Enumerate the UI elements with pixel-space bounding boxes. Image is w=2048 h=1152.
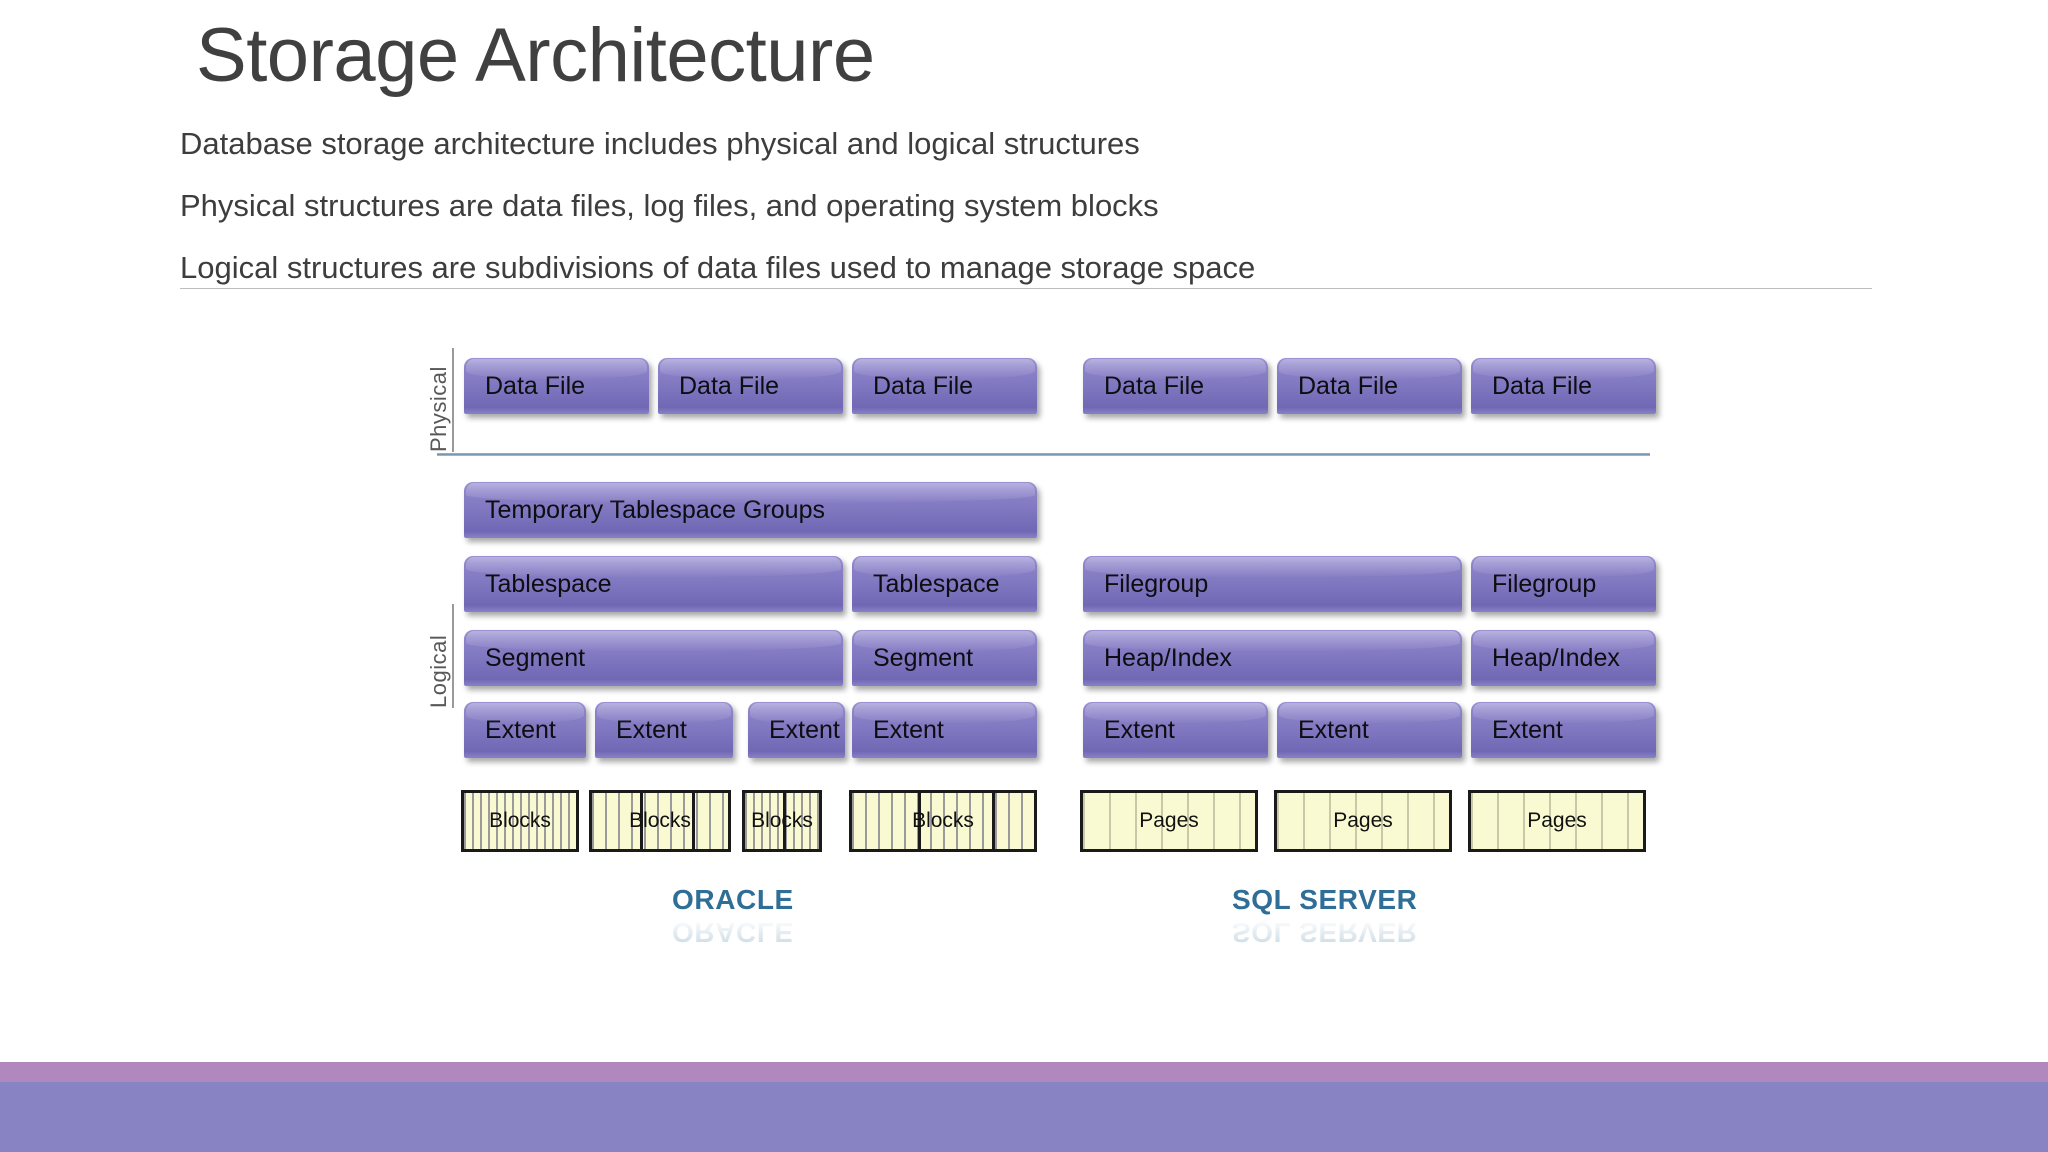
sqlserver-data-file-box[interactable]: Data File bbox=[1083, 358, 1268, 414]
oracle-blocks-box[interactable]: Blocks bbox=[742, 790, 822, 852]
box-label: Data File bbox=[1298, 371, 1399, 400]
oracle-extent-box[interactable]: Extent bbox=[595, 702, 733, 758]
oracle-blocks-box[interactable]: Blocks bbox=[461, 790, 579, 852]
page-title: Storage Architecture bbox=[196, 13, 875, 98]
axis-rule-physical bbox=[452, 348, 454, 452]
box-label: Blocks bbox=[912, 809, 974, 832]
box-label: Segment bbox=[873, 643, 974, 672]
block-separator bbox=[918, 793, 921, 849]
oracle-blocks-box[interactable]: Blocks bbox=[589, 790, 731, 852]
block-separator bbox=[783, 793, 786, 849]
box-label: Data File bbox=[1104, 371, 1205, 400]
box-label: Data File bbox=[679, 371, 780, 400]
box-label: Data File bbox=[485, 371, 586, 400]
sqlserver-heap-index-box[interactable]: Heap/Index bbox=[1083, 630, 1462, 686]
oracle-extent-box[interactable]: Extent bbox=[748, 702, 845, 758]
box-label: Extent bbox=[616, 715, 687, 744]
sqlserver-data-file-box[interactable]: Data File bbox=[1471, 358, 1656, 414]
physical-logical-divider bbox=[437, 453, 1650, 456]
oracle-segment-box[interactable]: Segment bbox=[852, 630, 1037, 686]
box-label: Data File bbox=[873, 371, 974, 400]
box-label: Extent bbox=[1104, 715, 1175, 744]
box-label: Blocks bbox=[751, 809, 813, 832]
oracle-blocks-box[interactable]: Blocks bbox=[849, 790, 1037, 852]
box-label: Temporary Tablespace Groups bbox=[485, 495, 825, 524]
oracle-tablespace-box[interactable]: Tablespace bbox=[464, 556, 843, 612]
oracle-data-file-box[interactable]: Data File bbox=[464, 358, 649, 414]
oracle-extent-box[interactable]: Extent bbox=[852, 702, 1037, 758]
box-label: Pages bbox=[1333, 809, 1393, 832]
box-label: Segment bbox=[485, 643, 586, 672]
footer-bar bbox=[0, 1082, 2048, 1152]
sqlserver-filegroup-box[interactable]: Filegroup bbox=[1471, 556, 1656, 612]
bullet-line-2: Physical structures are data files, log … bbox=[180, 188, 1159, 223]
oracle-data-file-box[interactable]: Data File bbox=[852, 358, 1037, 414]
sqlserver-filegroup-box[interactable]: Filegroup bbox=[1083, 556, 1462, 612]
sqlserver-pages-box[interactable]: Pages bbox=[1468, 790, 1646, 852]
box-label: Tablespace bbox=[873, 569, 1000, 598]
bullet-line-3: Logical structures are subdivisions of d… bbox=[180, 250, 1256, 285]
oracle-extent-box[interactable]: Extent bbox=[464, 702, 586, 758]
sqlserver-extent-box[interactable]: Extent bbox=[1083, 702, 1268, 758]
box-label: Extent bbox=[1298, 715, 1369, 744]
sqlserver-pages-box[interactable]: Pages bbox=[1080, 790, 1258, 852]
block-separator bbox=[692, 793, 695, 849]
box-label: Pages bbox=[1527, 809, 1587, 832]
box-label: Extent bbox=[485, 715, 556, 744]
axis-label-logical: Logical bbox=[426, 634, 451, 708]
axis-rule-logical bbox=[452, 604, 454, 708]
sqlserver-brand-reflection: SQL SERVER bbox=[1232, 917, 1418, 948]
oracle-temporary-tablespace-groups-box[interactable]: Temporary Tablespace Groups bbox=[464, 482, 1037, 538]
box-label: Extent bbox=[1492, 715, 1563, 744]
box-label: Extent bbox=[769, 715, 840, 744]
sqlserver-brand-label: SQL SERVER SQL SERVER bbox=[1232, 884, 1418, 948]
box-label: Data File bbox=[1492, 371, 1593, 400]
sqlserver-extent-box[interactable]: Extent bbox=[1471, 702, 1656, 758]
box-label: Blocks bbox=[629, 809, 691, 832]
bullet-line-1: Database storage architecture includes p… bbox=[180, 126, 1140, 161]
oracle-brand-text: ORACLE bbox=[672, 884, 794, 915]
oracle-brand-reflection: ORACLE bbox=[672, 917, 794, 948]
oracle-segment-box[interactable]: Segment bbox=[464, 630, 843, 686]
title-divider bbox=[180, 288, 1872, 289]
box-label: Heap/Index bbox=[1492, 643, 1620, 672]
block-separator bbox=[992, 793, 995, 849]
sqlserver-pages-box[interactable]: Pages bbox=[1274, 790, 1452, 852]
sqlserver-brand-text: SQL SERVER bbox=[1232, 884, 1418, 915]
oracle-tablespace-box[interactable]: Tablespace bbox=[852, 556, 1037, 612]
block-separator bbox=[640, 793, 643, 849]
box-label: Filegroup bbox=[1104, 569, 1209, 598]
oracle-brand-label: ORACLE ORACLE bbox=[672, 884, 794, 948]
sqlserver-heap-index-box[interactable]: Heap/Index bbox=[1471, 630, 1656, 686]
axis-label-physical: Physical bbox=[426, 366, 451, 452]
oracle-data-file-box[interactable]: Data File bbox=[658, 358, 843, 414]
box-label: Filegroup bbox=[1492, 569, 1597, 598]
box-label: Blocks bbox=[489, 809, 551, 832]
footer-accent-strip bbox=[0, 1062, 2048, 1082]
sqlserver-extent-box[interactable]: Extent bbox=[1277, 702, 1462, 758]
box-label: Pages bbox=[1139, 809, 1199, 832]
box-label: Heap/Index bbox=[1104, 643, 1232, 672]
box-label: Extent bbox=[873, 715, 944, 744]
sqlserver-data-file-box[interactable]: Data File bbox=[1277, 358, 1462, 414]
box-label: Tablespace bbox=[485, 569, 612, 598]
